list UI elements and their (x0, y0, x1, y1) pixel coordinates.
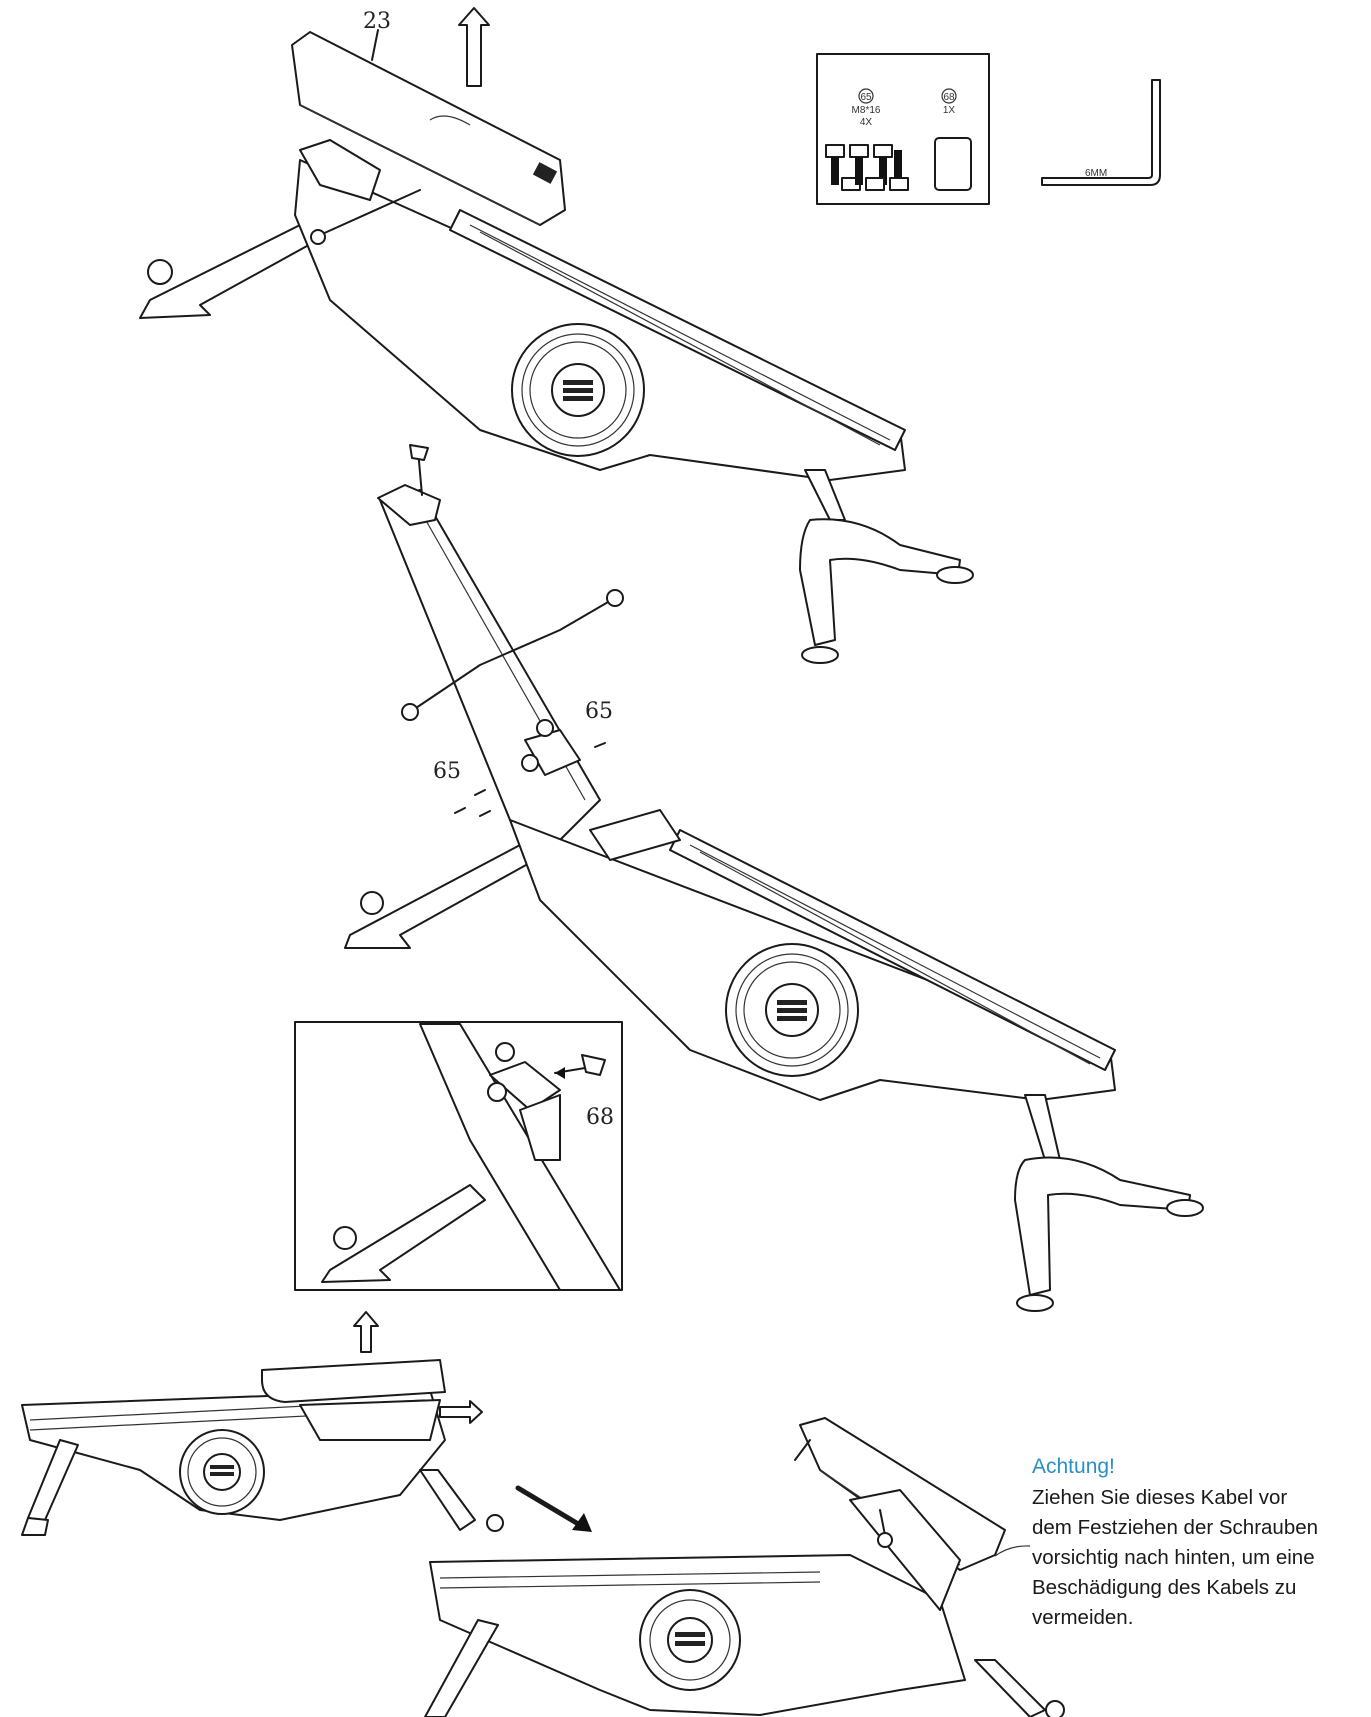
warning-title: Achtung! (1032, 1455, 1115, 1478)
screw-icon (825, 144, 909, 191)
rower-step-1: 23 (139, 9, 974, 664)
warning-line: vorsichtig nach hinten, um eine (1032, 1546, 1315, 1569)
label-part-23: 23 (363, 9, 391, 34)
svg-text:1X: 1X (943, 105, 956, 116)
diagonal-arrow-icon (515, 1485, 592, 1532)
svg-text:6MM: 6MM (1085, 168, 1107, 179)
rower-side-view-2 (424, 1417, 1065, 1717)
svg-text:M8*16: M8*16 (852, 105, 881, 116)
rower-step-2: 65 65 (344, 444, 1204, 1312)
up-arrow-icon (353, 1311, 379, 1353)
detail-inset: 68 (294, 1021, 623, 1291)
svg-text:4X: 4X (860, 117, 873, 128)
parts-box: 65 M8*16 4X 68 1X (816, 53, 990, 205)
allen-key-icon: 6MM (1041, 79, 1161, 186)
warning-body: Ziehen Sie dieses Kabel vor dem Festzieh… (1032, 1483, 1362, 1633)
right-arrow-icon (439, 1400, 483, 1424)
warning-line: vermeiden. (1032, 1606, 1134, 1629)
clip-icon (934, 137, 972, 191)
svg-text:65: 65 (860, 92, 872, 103)
rower-side-view-1 (21, 1359, 504, 1536)
up-arrow-icon (458, 7, 490, 87)
warning-line: Ziehen Sie dieses Kabel vor (1032, 1486, 1288, 1509)
warning-line: Beschädigung des Kabels zu (1032, 1576, 1297, 1599)
warning-line: dem Festziehen der Schrauben (1032, 1516, 1319, 1539)
label-part-68: 68 (586, 1105, 614, 1130)
label-part-65-right: 65 (585, 699, 613, 724)
warning-note: Achtung! Ziehen Sie dieses Kabel vor dem… (1032, 1455, 1362, 1633)
label-part-65-left: 65 (433, 759, 461, 784)
svg-text:68: 68 (943, 92, 955, 103)
